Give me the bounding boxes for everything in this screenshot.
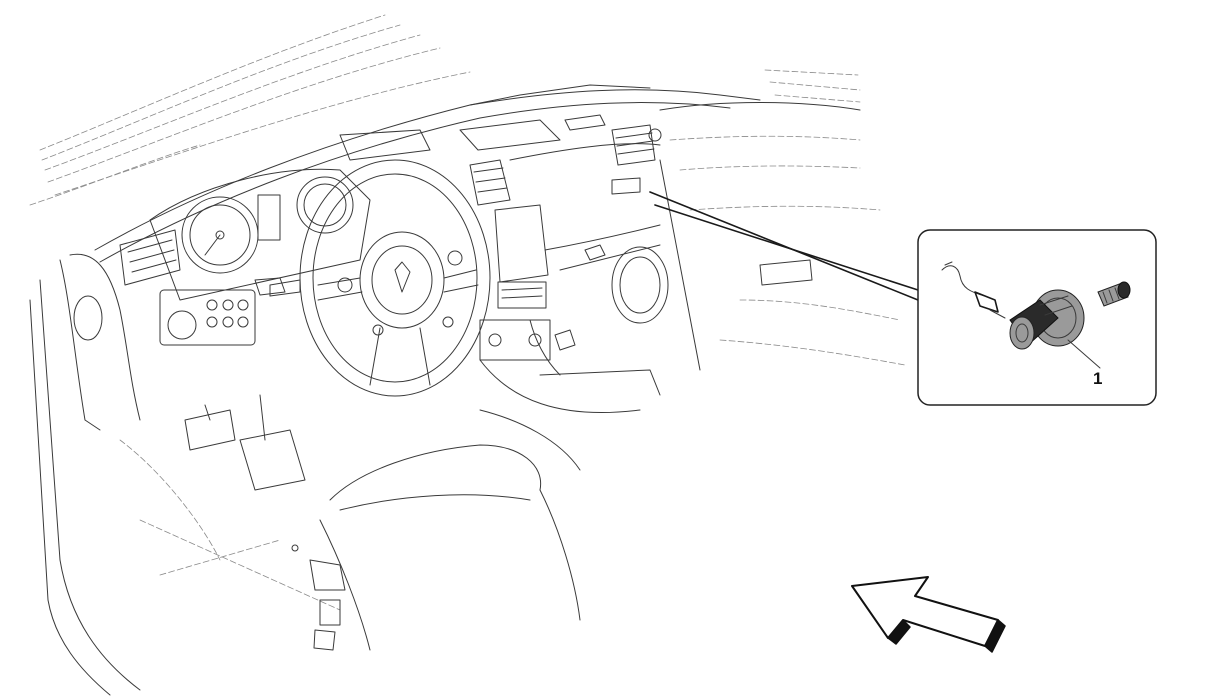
- pedal-accelerator: [239, 429, 306, 491]
- door-speaker: [611, 246, 669, 324]
- cluster-display: [257, 194, 281, 241]
- radio-unit: [497, 281, 547, 309]
- floor-pedals: [119, 394, 341, 611]
- center-vent-left: [469, 159, 511, 206]
- instrument-cluster: [149, 129, 431, 301]
- headlight-dial: [167, 310, 197, 340]
- glovebox-lamp-switch-part: [1009, 289, 1085, 350]
- pedal-brake: [184, 409, 236, 451]
- upper-vent-grille: [339, 129, 431, 161]
- windshield-frame: [29, 14, 861, 206]
- leader-line: [649, 191, 919, 301]
- center-console: [469, 159, 661, 413]
- gear-shifter: [554, 329, 576, 351]
- steering-hub: [359, 231, 445, 329]
- glovebox-switch-location: [611, 177, 641, 195]
- direction-arrow-icon: [851, 576, 1006, 653]
- seat-adjust-switch: [309, 559, 346, 591]
- detail-inset: 1: [917, 229, 1157, 406]
- dashboard-top: [94, 84, 761, 263]
- left-air-vent: [119, 229, 181, 286]
- steering-wheel: [269, 159, 491, 397]
- wire-harness: [941, 265, 986, 297]
- trident-logo-icon: [394, 261, 411, 293]
- switch-plunger: [1097, 281, 1131, 307]
- left-dash-panel: [29, 229, 181, 696]
- climate-controls: [479, 319, 551, 361]
- driver-seat: [309, 409, 581, 651]
- passenger-vent: [611, 124, 656, 166]
- defrost-vent-center: [459, 119, 561, 151]
- connector-plug: [974, 291, 999, 313]
- stalk-left: [269, 279, 301, 297]
- passenger-dash: [509, 124, 669, 324]
- passenger-door: [659, 102, 906, 371]
- callout-number-1: 1: [1093, 369, 1102, 388]
- tachometer-gauge: [296, 176, 354, 234]
- left-switch-panel: [159, 277, 286, 346]
